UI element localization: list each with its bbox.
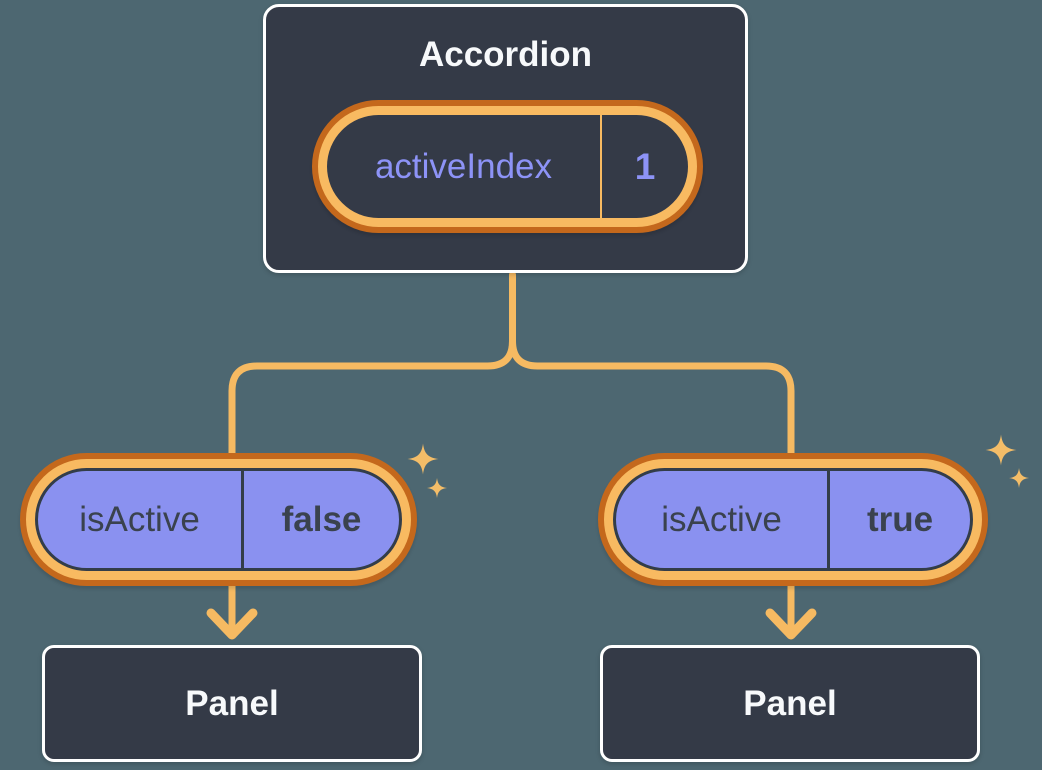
prop-pill-divider bbox=[827, 471, 830, 568]
state-pill-divider bbox=[600, 115, 602, 218]
prop-value: false bbox=[281, 499, 362, 539]
sparkle-icon bbox=[985, 434, 1017, 466]
state-name: activeIndex bbox=[374, 146, 553, 186]
accordion-title: Accordion bbox=[418, 35, 593, 74]
sparkle-icon bbox=[407, 443, 439, 475]
prop-name: isActive bbox=[661, 499, 782, 539]
sparkle-icon bbox=[427, 478, 447, 498]
prop-value: true bbox=[866, 499, 934, 539]
connector-right-branch bbox=[509, 271, 795, 458]
panel-title: Panel bbox=[743, 683, 837, 723]
prop-pill-right-body: isActive true bbox=[613, 468, 973, 571]
prop-name: isActive bbox=[79, 499, 200, 539]
prop-pill-right: isActive true bbox=[598, 453, 988, 586]
left-arrow-head bbox=[206, 608, 258, 640]
panel-node-right: Panel bbox=[600, 645, 980, 762]
state-value: 1 bbox=[634, 145, 656, 187]
prop-pill-divider bbox=[241, 471, 244, 568]
prop-arrows bbox=[206, 580, 817, 640]
right-arrow-head bbox=[765, 608, 817, 640]
panel-node-left: Panel bbox=[42, 645, 422, 762]
prop-pill-left-body: isActive false bbox=[35, 468, 402, 571]
prop-pill-left: isActive false bbox=[20, 453, 417, 586]
sparkle-icon bbox=[1009, 468, 1029, 488]
tree-connector bbox=[228, 271, 795, 458]
state-pill: activeIndex 1 bbox=[312, 100, 703, 233]
panel-title: Panel bbox=[185, 683, 279, 723]
connector-left-branch bbox=[228, 271, 516, 458]
state-pill-body: activeIndex 1 bbox=[327, 115, 688, 218]
